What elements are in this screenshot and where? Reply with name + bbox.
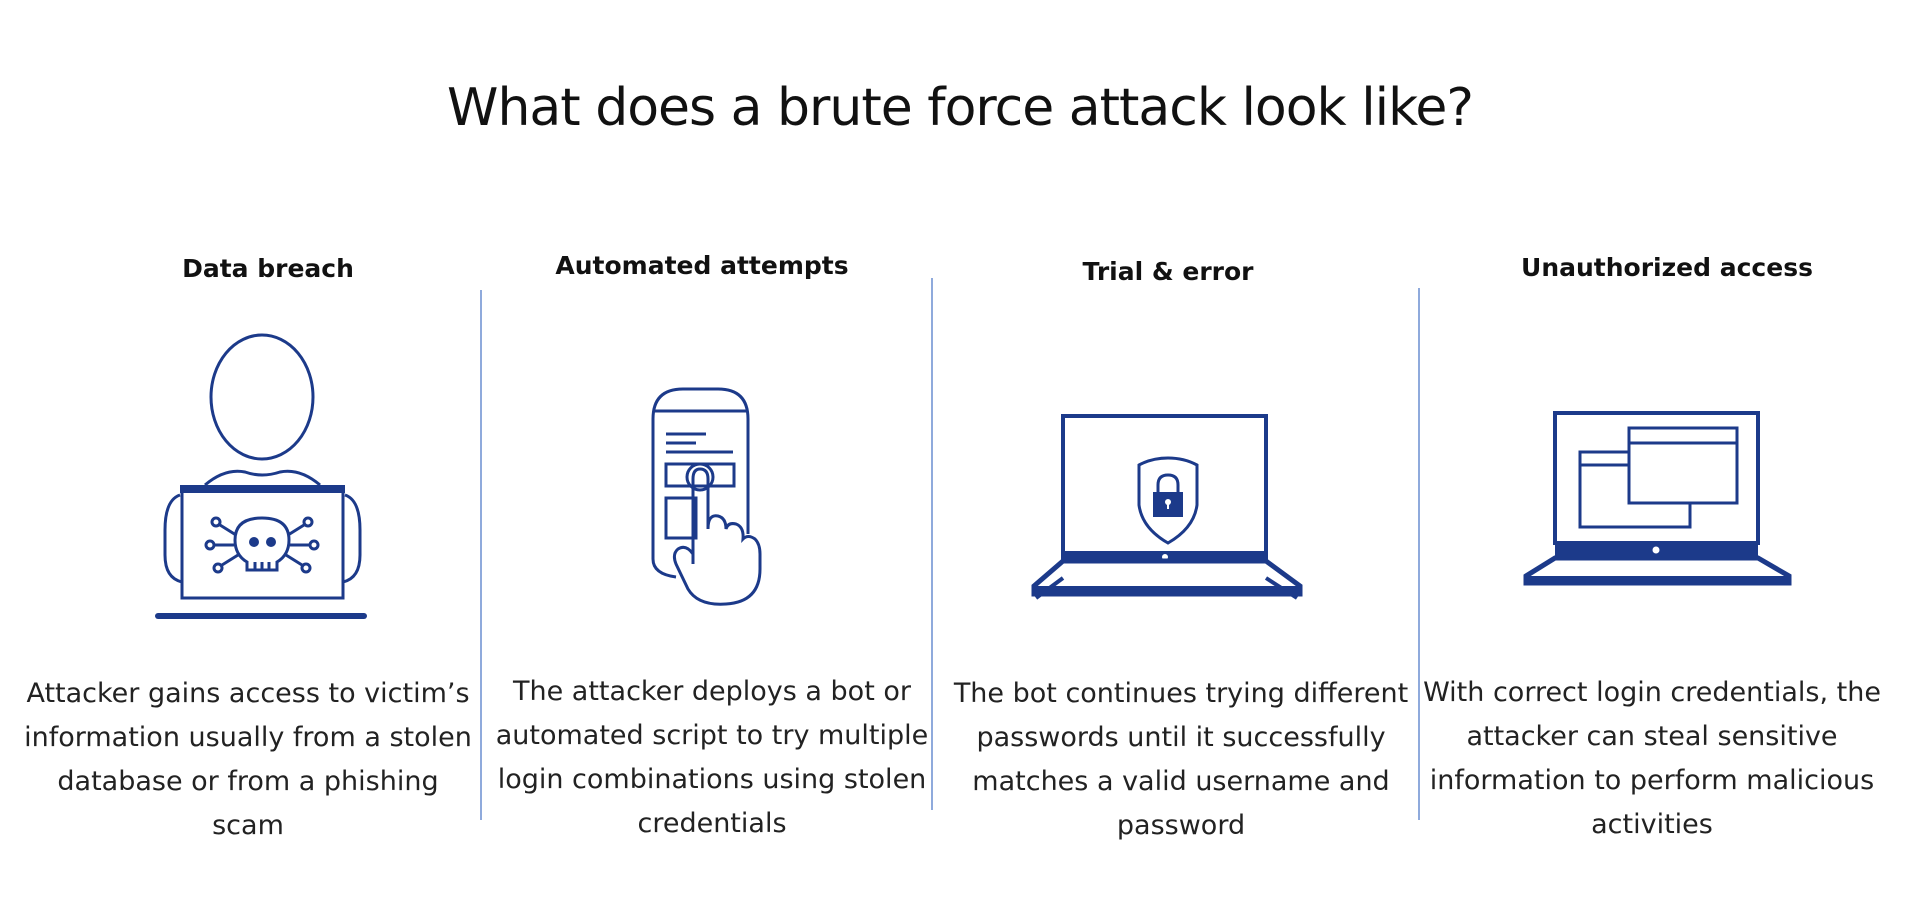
step-heading-automated-attempts: Automated attempts <box>555 251 849 280</box>
step-heading-unauthorized-access: Unauthorized access <box>1521 253 1813 282</box>
page-title: What does a brute force attack look like… <box>447 78 1474 138</box>
column-divider <box>931 278 933 810</box>
laptop-shield-lock-icon <box>1031 414 1303 600</box>
step-heading-data-breach: Data breach <box>182 254 354 283</box>
phone-tap-icon <box>651 387 762 606</box>
column-divider <box>480 290 482 820</box>
step-description-automated-attempts: The attacker deploys a bot or automated … <box>495 676 929 839</box>
step-description-trial-and-error: The bot continues trying different passw… <box>953 678 1409 841</box>
step-heading-trial-and-error: Trial & error <box>1082 257 1254 286</box>
laptop-windows-icon <box>1523 411 1792 586</box>
hacker-laptop-skull-icon <box>155 333 367 619</box>
step-description-data-breach: Attacker gains access to victim’s inform… <box>24 678 472 841</box>
skull-icon <box>204 516 320 574</box>
column-divider <box>1418 288 1420 820</box>
step-description-unauthorized-access: With correct login credentials, the atta… <box>1423 677 1881 840</box>
